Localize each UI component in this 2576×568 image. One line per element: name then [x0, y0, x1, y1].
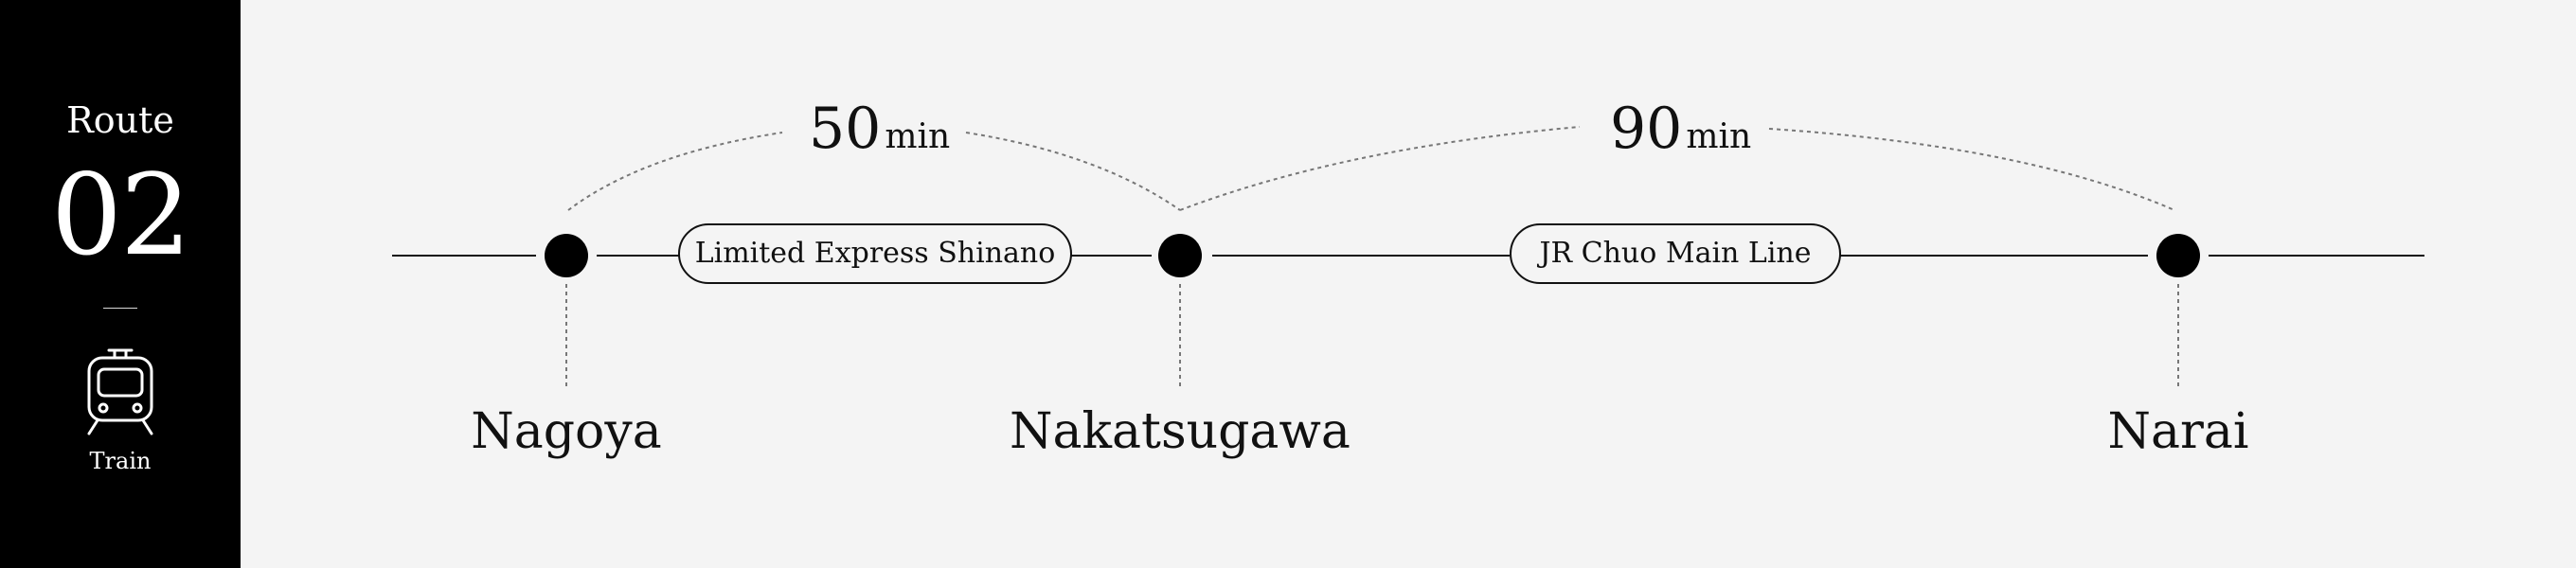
duration-unit: min — [1686, 117, 1752, 156]
station-dot — [2156, 234, 2200, 277]
duration-unit: min — [885, 117, 951, 156]
duration-value: 50 — [809, 96, 882, 162]
sidebar-divider — [103, 308, 137, 309]
duration-arc — [1768, 128, 2175, 211]
duration-arc — [567, 132, 783, 211]
duration-value: 90 — [1610, 96, 1683, 162]
mode-label: Train — [89, 448, 152, 474]
station-name: Nagoya — [471, 403, 662, 460]
duration-arc — [1179, 126, 1581, 211]
station-name: Nakatsugawa — [1010, 403, 1351, 460]
station-dot — [545, 234, 588, 277]
line-pill: JR Chuo Main Line — [1510, 223, 1841, 284]
route-sidebar: Route 02 Train — [0, 0, 241, 568]
station-name: Narai — [2107, 403, 2249, 460]
train-icon — [87, 348, 153, 435]
route-label: Route — [66, 99, 174, 141]
line-pill: Limited Express Shinano — [678, 223, 1072, 284]
route-number: 02 — [50, 150, 191, 280]
duration-arc — [965, 132, 1181, 211]
station-dot — [1158, 234, 1202, 277]
